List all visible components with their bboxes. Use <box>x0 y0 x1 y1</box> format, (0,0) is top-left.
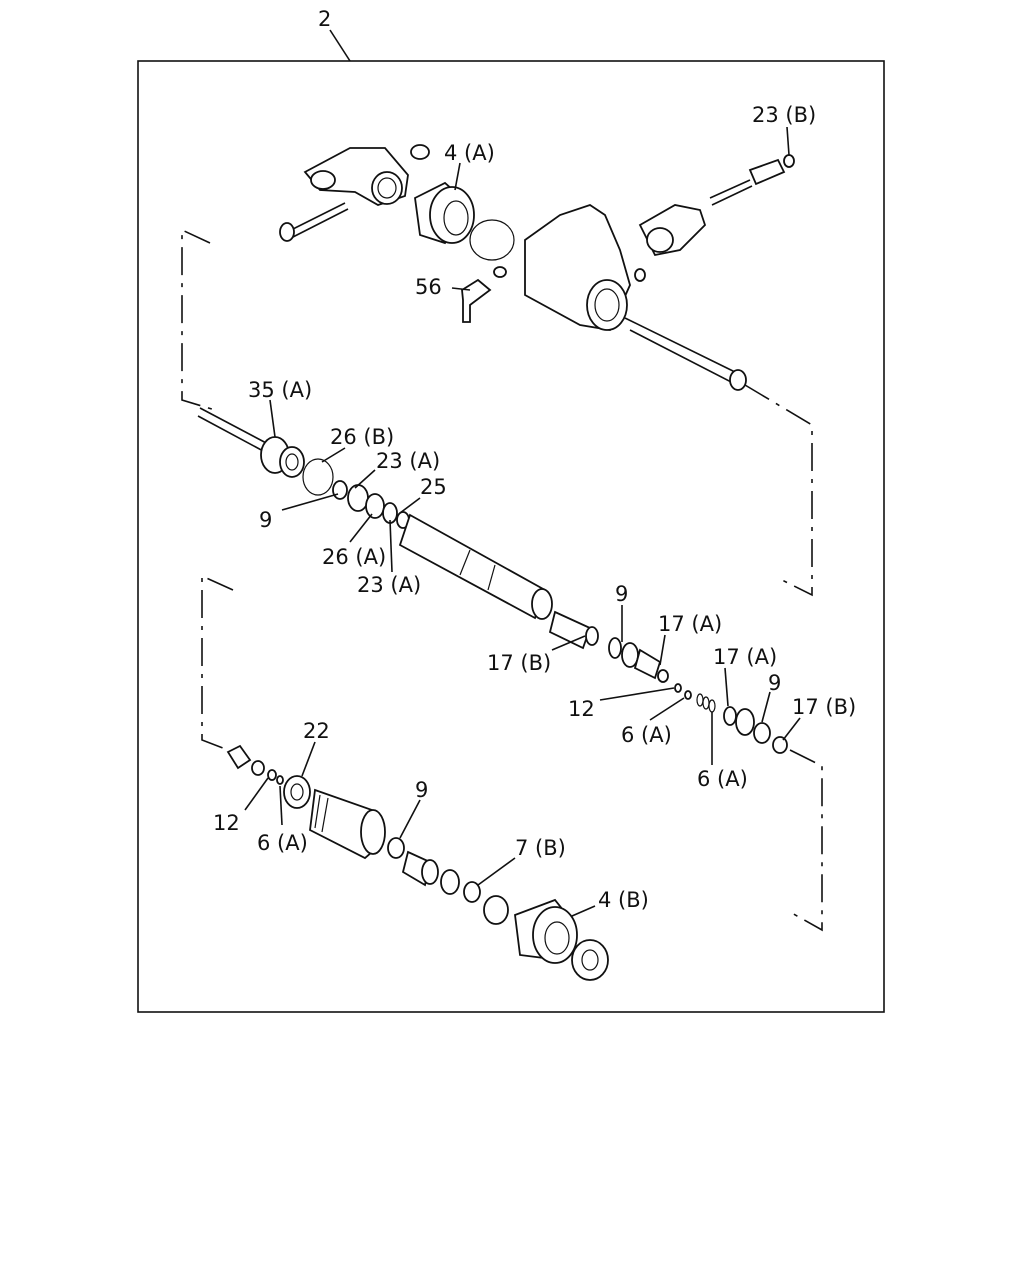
callout-2: 2 <box>318 7 331 31</box>
callout-6a-2: 6 (A) <box>697 767 748 791</box>
callout-26b: 26 (B) <box>330 425 394 449</box>
callout-17a-1: 17 (A) <box>658 612 722 636</box>
guide-line-right-upper <box>744 384 813 597</box>
callout-9-left: 9 <box>259 508 272 532</box>
leader-2 <box>329 29 351 62</box>
callout-23b: 23 (B) <box>752 103 816 127</box>
callout-4b: 4 (B) <box>598 888 649 912</box>
callout-9-low: 9 <box>415 778 428 802</box>
callout-6a-left: 6 (A) <box>257 831 308 855</box>
callout-26a: 26 (A) <box>322 545 386 569</box>
callout-17b-1: 17 (B) <box>487 651 551 675</box>
callout-23a-bottom: 23 (A) <box>357 573 421 597</box>
leader-lines <box>244 126 801 917</box>
callout-9-mid: 9 <box>615 582 628 606</box>
lower-assembly <box>226 744 609 981</box>
callout-7b: 7 (B) <box>515 836 566 860</box>
guide-line-left-lower <box>201 574 234 751</box>
callout-12-right: 12 <box>568 697 595 721</box>
guide-line-left-upper <box>181 228 216 411</box>
middle-assembly <box>197 407 788 754</box>
callout-35a: 35 (A) <box>248 378 312 402</box>
callout-6a-1: 6 (A) <box>621 723 672 747</box>
diagram-frame <box>137 60 885 1013</box>
callout-17b-2: 17 (B) <box>792 695 856 719</box>
callout-23a-top: 23 (A) <box>376 449 440 473</box>
callout-56: 56 <box>415 275 442 299</box>
callout-17a-2: 17 (A) <box>713 645 777 669</box>
guide-line-right-lower <box>789 749 823 932</box>
top-assembly <box>279 144 795 391</box>
callout-25: 25 <box>420 475 447 499</box>
callout-22: 22 <box>303 719 330 743</box>
callout-4a: 4 (A) <box>444 141 495 165</box>
callout-12-left: 12 <box>213 811 240 835</box>
callout-9-right: 9 <box>768 671 781 695</box>
